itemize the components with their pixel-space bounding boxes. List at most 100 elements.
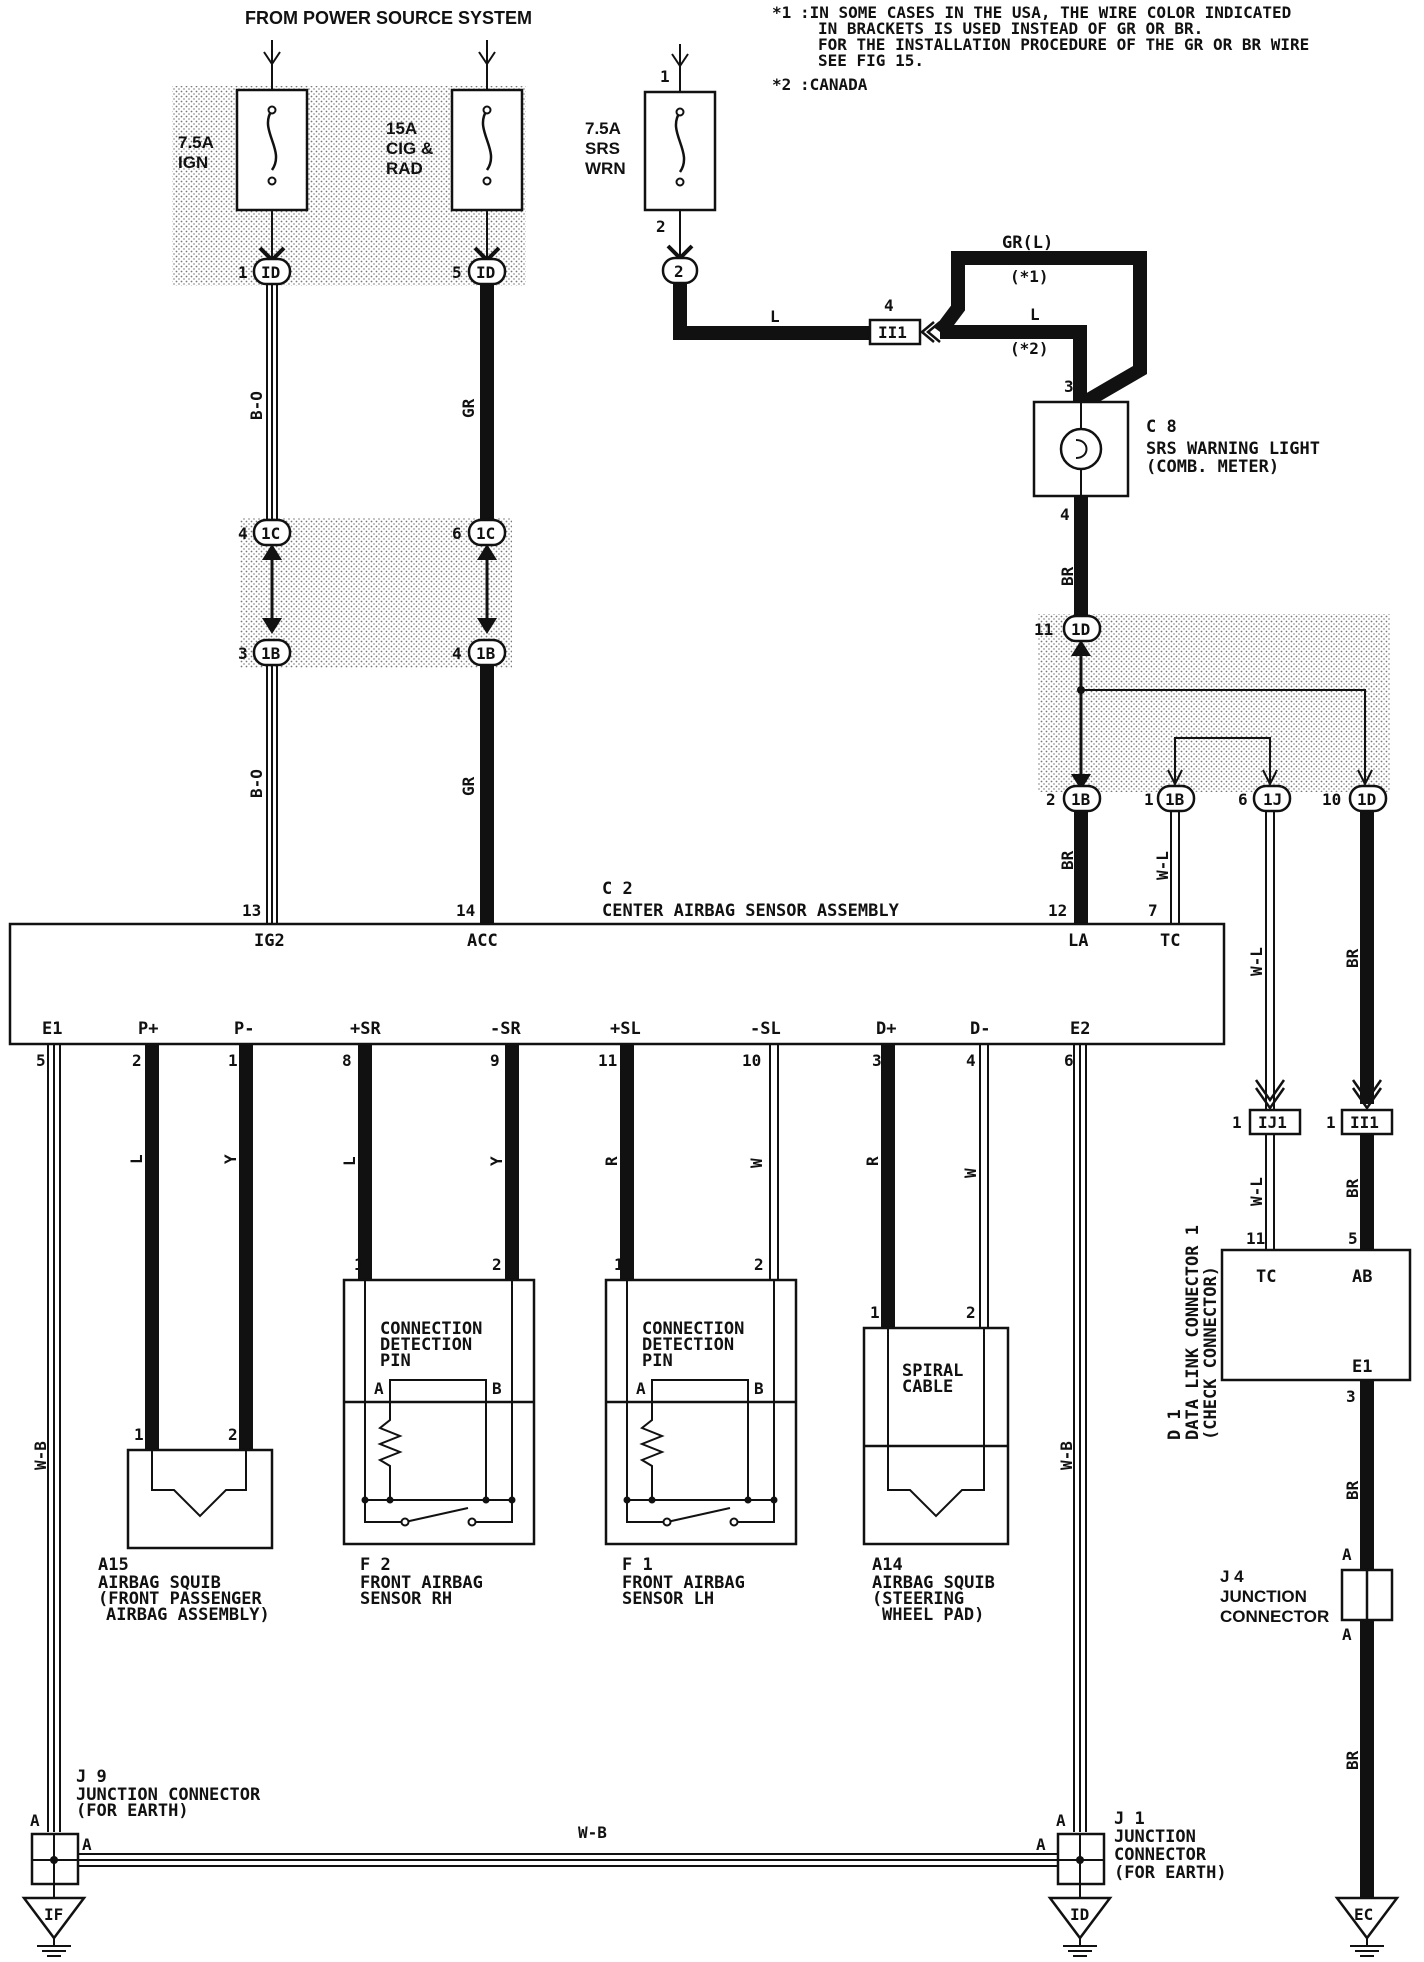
fuse-srs-wrn: 7.5A SRS WRN 1 2 xyxy=(585,67,717,236)
f1-pin2: 2 xyxy=(754,1255,764,1274)
f1-term-a: A xyxy=(636,1379,646,1398)
wire-b-o xyxy=(262,284,282,924)
svg-text:4: 4 xyxy=(966,1051,976,1070)
wire-label-w-2: W xyxy=(961,1168,980,1178)
wire-label-bo-1: B-O xyxy=(247,391,266,420)
fuse-ign: 7.5A IGN xyxy=(178,88,309,212)
pin-3d: 3 xyxy=(1346,1387,1356,1406)
connector-1b-3: 1B 3 xyxy=(238,638,292,667)
pin-11: 11 xyxy=(1034,620,1053,639)
connector-1c-6: 1C 6 xyxy=(452,518,507,547)
pin-3c8: 3 xyxy=(1064,377,1074,396)
pin-1: 1 xyxy=(238,263,248,282)
fuse-srs-name1: SRS xyxy=(585,139,620,158)
pin-7: 7 xyxy=(1148,901,1158,920)
fuse-srs-rating: 7.5A xyxy=(585,119,621,138)
j1-term-a1: A xyxy=(1056,1811,1066,1830)
wire-label-br-2: BR xyxy=(1058,850,1077,870)
f2-pin2: 2 xyxy=(492,1255,502,1274)
c2-term-pplus: P+ xyxy=(138,1019,158,1039)
j1-name3: (FOR EARTH) xyxy=(1114,1863,1227,1883)
connector-2: 2 xyxy=(661,256,699,285)
note1-line4: SEE FIG 15. xyxy=(818,51,924,70)
wire-wb-right xyxy=(1073,1044,1087,1832)
a14-name1: AIRBAG SQUIB xyxy=(872,1573,995,1593)
c2-term-dminus: D- xyxy=(970,1019,990,1039)
srs-warning-light: C 8 SRS WARNING LIGHT (COMB. METER) 4 xyxy=(1032,400,1320,524)
svg-text:IF: IF xyxy=(44,1905,63,1924)
svg-text:ID: ID xyxy=(476,263,495,282)
j9-term-a2: A xyxy=(82,1835,92,1854)
wire-label-wl-3: W-L xyxy=(1247,1177,1266,1206)
pin-2b: 2 xyxy=(1046,790,1056,809)
wire-label-l-4: L xyxy=(340,1156,359,1166)
connector-id-1: ID 1 xyxy=(238,257,292,286)
wire-label-y-1: Y xyxy=(221,1154,240,1164)
wire-wb-left xyxy=(47,1044,61,1832)
c2-term-e1: E1 xyxy=(42,1019,62,1039)
pin-13: 13 xyxy=(242,901,261,920)
f2-id: F 2 xyxy=(360,1555,391,1575)
c2-term-pminus: P- xyxy=(234,1019,254,1039)
ground-id: ID xyxy=(1047,1896,1113,1957)
wire-w-dminus xyxy=(979,1044,989,1328)
wire-label-l-2: L xyxy=(1030,305,1040,324)
j4-name2: CONNECTOR xyxy=(1220,1607,1329,1626)
f1-id: F 1 xyxy=(622,1555,653,1575)
connector-ii1-1: II1 1 xyxy=(1326,1108,1394,1136)
notes: *1 :IN SOME CASES IN THE USA, THE WIRE C… xyxy=(772,3,1309,94)
j1-name1: JUNCTION xyxy=(1114,1827,1196,1847)
svg-text:II1: II1 xyxy=(1350,1113,1379,1132)
svg-text:ID: ID xyxy=(261,263,280,282)
wire-label-wl-1: W-L xyxy=(1153,851,1172,880)
wire-label-br-5: BR xyxy=(1343,1480,1362,1500)
f1-name1: FRONT AIRBAG xyxy=(622,1573,745,1593)
wire-label-l-1: L xyxy=(770,307,780,326)
wire-wl-tc xyxy=(1170,811,1180,924)
svg-text:3: 3 xyxy=(872,1051,882,1070)
wire-label-r-1: R xyxy=(602,1156,621,1166)
fuse-srs-pin-bottom: 2 xyxy=(656,217,666,236)
a14-name2: (STEERING xyxy=(872,1589,964,1609)
wire-l-canada xyxy=(940,325,1087,402)
connector-ij1: IJ1 1 xyxy=(1232,1108,1302,1136)
f1-cdp3: PIN xyxy=(642,1351,673,1371)
pin-4: 4 xyxy=(238,524,248,543)
a15-name3: AIRBAG ASSEMBLY) xyxy=(106,1605,270,1625)
f2-cdp2: DETECTION xyxy=(380,1335,472,1355)
c8-id: C 8 xyxy=(1146,417,1177,437)
connector-1b-4: 1B 4 xyxy=(452,638,507,667)
ground-if: IF xyxy=(21,1896,87,1957)
j4-term-a2: A xyxy=(1342,1625,1352,1644)
svg-text:1J: 1J xyxy=(1263,790,1282,809)
pin-4c: 4 xyxy=(884,296,894,315)
wire-label-r-2: R xyxy=(863,1156,882,1166)
wire-label-wb-2: W-B xyxy=(1057,1441,1076,1470)
spiral-label2: CABLE xyxy=(902,1377,953,1397)
j9-name2: (FOR EARTH) xyxy=(76,1801,189,1821)
pin-4c8: 4 xyxy=(1060,505,1070,524)
svg-text:ID: ID xyxy=(1070,1905,1089,1924)
a15-name1: AIRBAG SQUIB xyxy=(98,1573,221,1593)
wire-label-wb-1: W-B xyxy=(31,1441,50,1470)
c2-term-dplus: D+ xyxy=(876,1019,896,1039)
wire-wl-dlc xyxy=(1254,811,1286,1250)
c2-term-slminus: -SL xyxy=(750,1019,781,1039)
fuse-ign-name: IGN xyxy=(178,153,208,172)
connector-1b-2: 1B 2 xyxy=(1046,784,1102,813)
j1-id: J 1 xyxy=(1114,1809,1145,1829)
wire-wb-bottom xyxy=(78,1853,1058,1867)
power-source-label: FROM POWER SOURCE SYSTEM xyxy=(245,8,532,28)
note1-line2: IN BRACKETS IS USED INSTEAD OF GR OR BR. xyxy=(818,19,1203,38)
c8-name1: SRS WARNING LIGHT xyxy=(1146,439,1320,459)
f1-term-b: B xyxy=(754,1379,764,1398)
junction-connector-j9: A A J 9 JUNCTION CONNECTOR (FOR EARTH) xyxy=(30,1767,261,1886)
fuse-srs-name2: WRN xyxy=(585,159,626,178)
note1-line3: FOR THE INSTALLATION PROCEDURE OF THE GR… xyxy=(818,35,1309,54)
wire-gr-l xyxy=(934,251,1147,409)
j4-name1: JUNCTION xyxy=(1220,1587,1307,1606)
c8-name2: (COMB. METER) xyxy=(1146,457,1279,477)
c2-name: CENTER AIRBAG SENSOR ASSEMBLY xyxy=(602,901,900,921)
a14-pin1: 1 xyxy=(870,1303,880,1322)
